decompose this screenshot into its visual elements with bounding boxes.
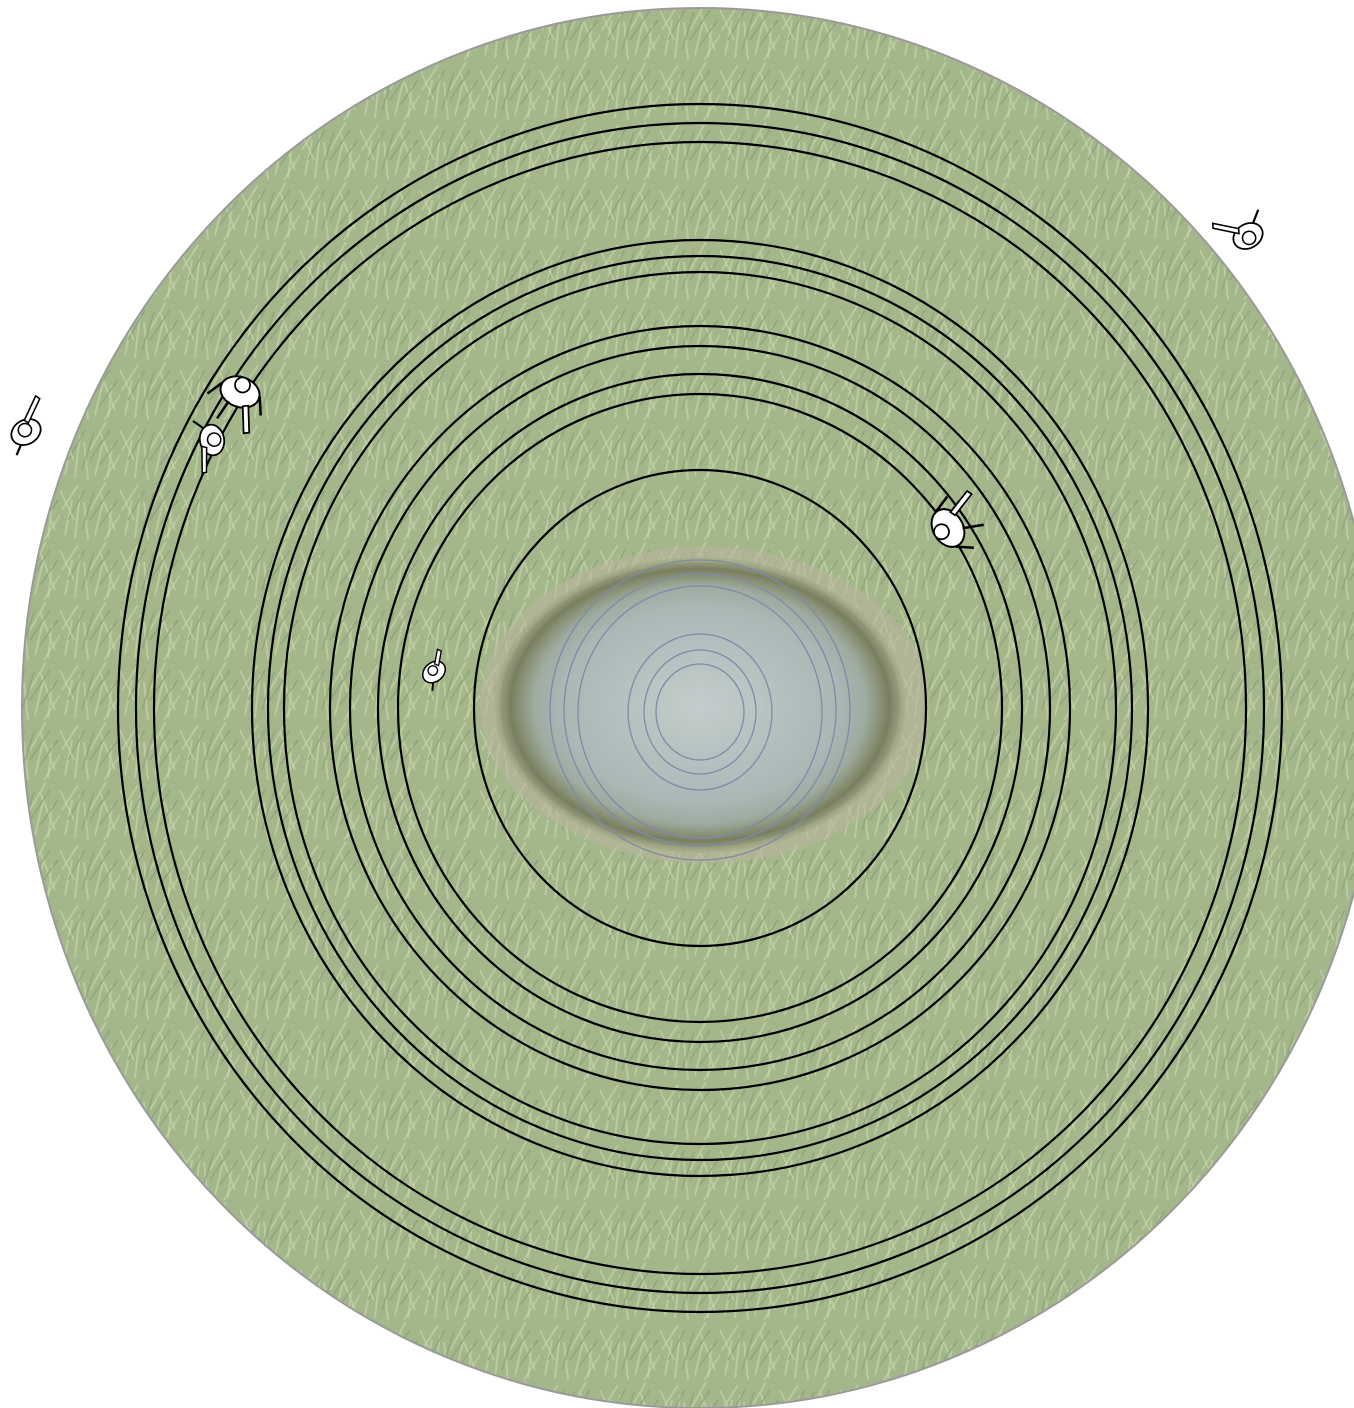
central-hole bbox=[480, 547, 930, 863]
walking-person-icon bbox=[0, 395, 58, 455]
walking-person-icon bbox=[1211, 200, 1273, 259]
